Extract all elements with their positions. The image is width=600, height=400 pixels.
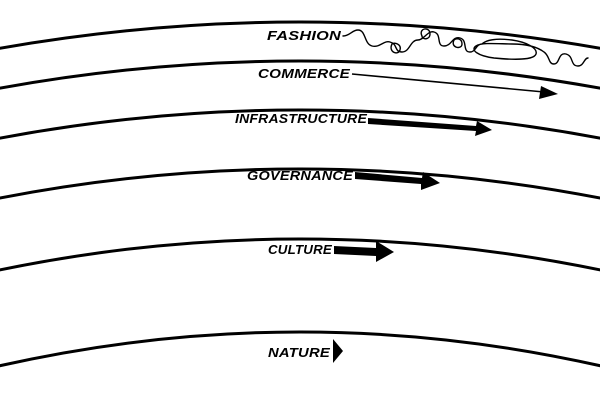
band-arc-5 [0, 237, 600, 272]
layer-culture: CULTURE [268, 241, 394, 262]
band-arc-1 [0, 20, 600, 50]
layer-infrastructure: INFRASTRUCTURE [235, 111, 492, 136]
culture-arrow-icon [334, 241, 394, 262]
layer-label-nature: NATURE [268, 345, 330, 360]
layer-label-infrastructure: INFRASTRUCTURE [235, 111, 367, 126]
fashion-squiggle-loop-3 [452, 38, 463, 49]
layer-fashion: FASHION [267, 28, 589, 67]
commerce-arrow-shaft [351, 73, 545, 93]
band-arc-3 [0, 108, 600, 140]
fashion-squiggle-path [342, 29, 589, 67]
infrastructure-arrow-icon [368, 118, 492, 136]
layer-label-fashion: FASHION [267, 28, 342, 43]
band-arc-2 [0, 59, 600, 90]
governance-arrow-icon [355, 172, 440, 190]
fashion-squiggle-loop-1 [390, 42, 402, 54]
layer-commerce: COMMERCE [258, 66, 558, 99]
layer-label-culture: CULTURE [268, 242, 332, 257]
commerce-arrow-head-icon [539, 86, 558, 99]
fashion-squiggle-loop-2 [420, 28, 431, 40]
layer-governance: GOVERNANCE [247, 168, 440, 190]
layer-label-commerce: COMMERCE [258, 66, 350, 81]
band-arc-6 [0, 330, 600, 368]
layer-label-governance: GOVERNANCE [247, 168, 353, 183]
nature-arrow-icon [333, 339, 343, 363]
layer-nature: NATURE [268, 339, 343, 363]
band-arc-4 [0, 167, 600, 200]
